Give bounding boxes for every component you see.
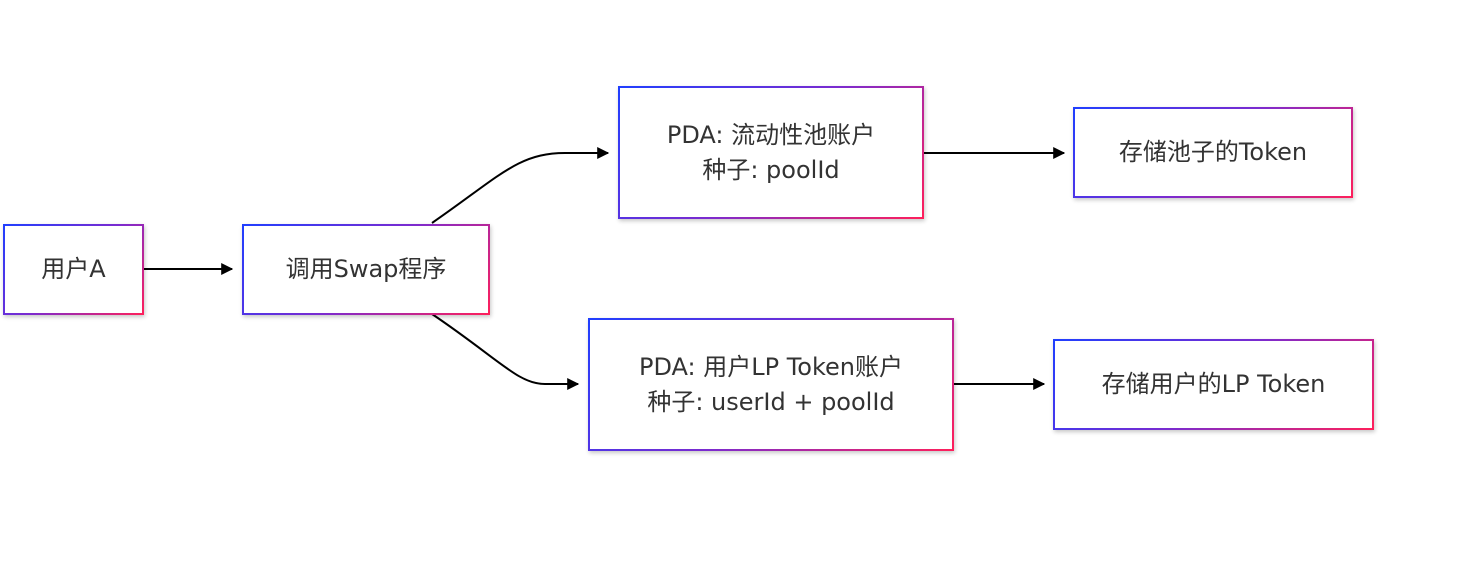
node-pool-pda-line1: PDA: 流动性池账户	[666, 120, 876, 149]
node-pool-token: 存储池子的Token	[1073, 107, 1353, 198]
node-lp-pda-line1: PDA: 用户LP Token账户	[639, 352, 903, 381]
node-lp-pda: PDA: 用户LP Token账户 种子: userId + poolId	[588, 318, 954, 451]
edge-swap-to-lp-pda	[431, 313, 580, 390]
node-lp-token-label: 存储用户的LP Token	[1101, 370, 1326, 398]
node-pool-pda-line2: 种子: poolId	[702, 155, 840, 184]
node-swap-program-label: 调用Swap程序	[285, 255, 447, 283]
node-user-a: 用户A	[3, 224, 144, 315]
node-lp-pda-line2: 种子: userId + poolId	[647, 387, 895, 416]
node-pool-token-label: 存储池子的Token	[1118, 138, 1308, 166]
edge-swap-to-pool-pda	[431, 147, 610, 224]
node-user-a-label: 用户A	[41, 255, 106, 283]
node-swap-program: 调用Swap程序	[242, 224, 490, 315]
node-lp-token: 存储用户的LP Token	[1053, 339, 1374, 430]
node-pool-pda: PDA: 流动性池账户 种子: poolId	[618, 86, 924, 219]
